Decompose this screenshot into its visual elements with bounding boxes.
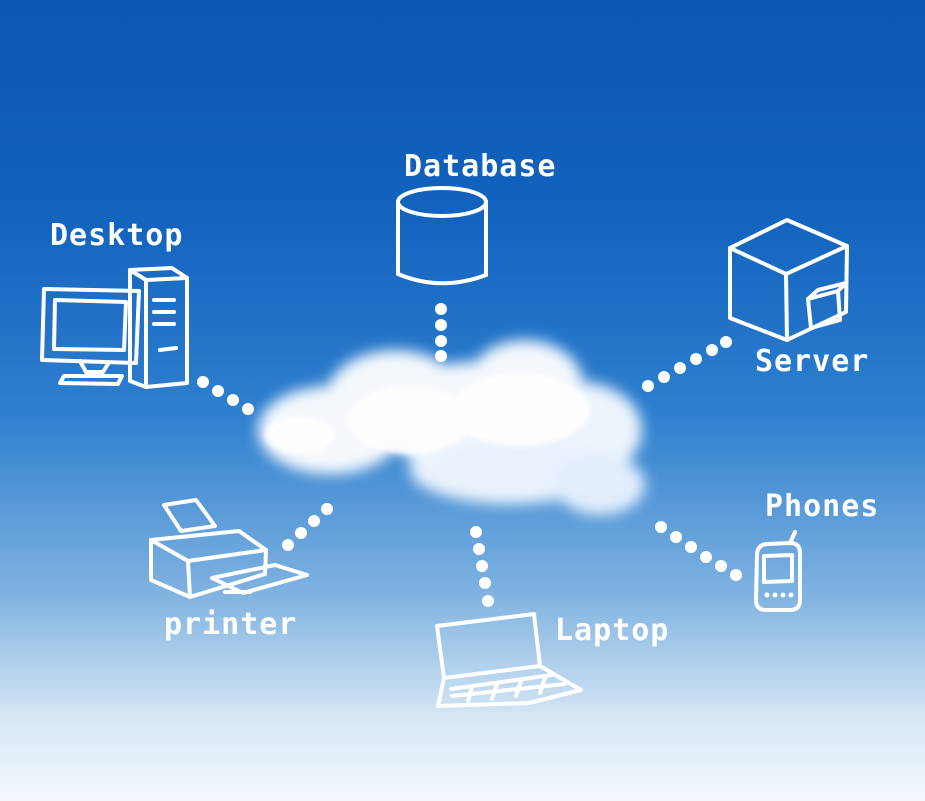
server-icon: [728, 218, 849, 342]
connector-desktop: [197, 376, 254, 415]
laptop-icon: [435, 612, 583, 708]
phones-node: Phones: [754, 489, 879, 612]
cloud-icon: [258, 340, 645, 515]
connector-database: [435, 303, 447, 362]
printer-label: printer: [164, 607, 297, 642]
laptop-label: Laptop: [555, 613, 669, 648]
printer-icon: [149, 498, 309, 599]
connector-printer: [282, 503, 333, 551]
desktop-node: Desktop: [40, 218, 189, 389]
connector-laptop: [470, 526, 494, 607]
database-icon: [396, 186, 488, 286]
database-node: Database: [396, 149, 557, 286]
server-label: Server: [755, 344, 869, 379]
desktop-label: Desktop: [50, 218, 183, 253]
printer-node: printer: [149, 498, 309, 642]
connector-server: [642, 336, 732, 392]
database-label: Database: [404, 149, 557, 184]
phone-icon: [754, 530, 802, 612]
server-node: Server: [728, 218, 869, 379]
laptop-node: Laptop: [435, 612, 669, 708]
phones-label: Phones: [765, 489, 879, 524]
connector-phones: [655, 521, 742, 581]
desktop-icon: [40, 266, 189, 389]
